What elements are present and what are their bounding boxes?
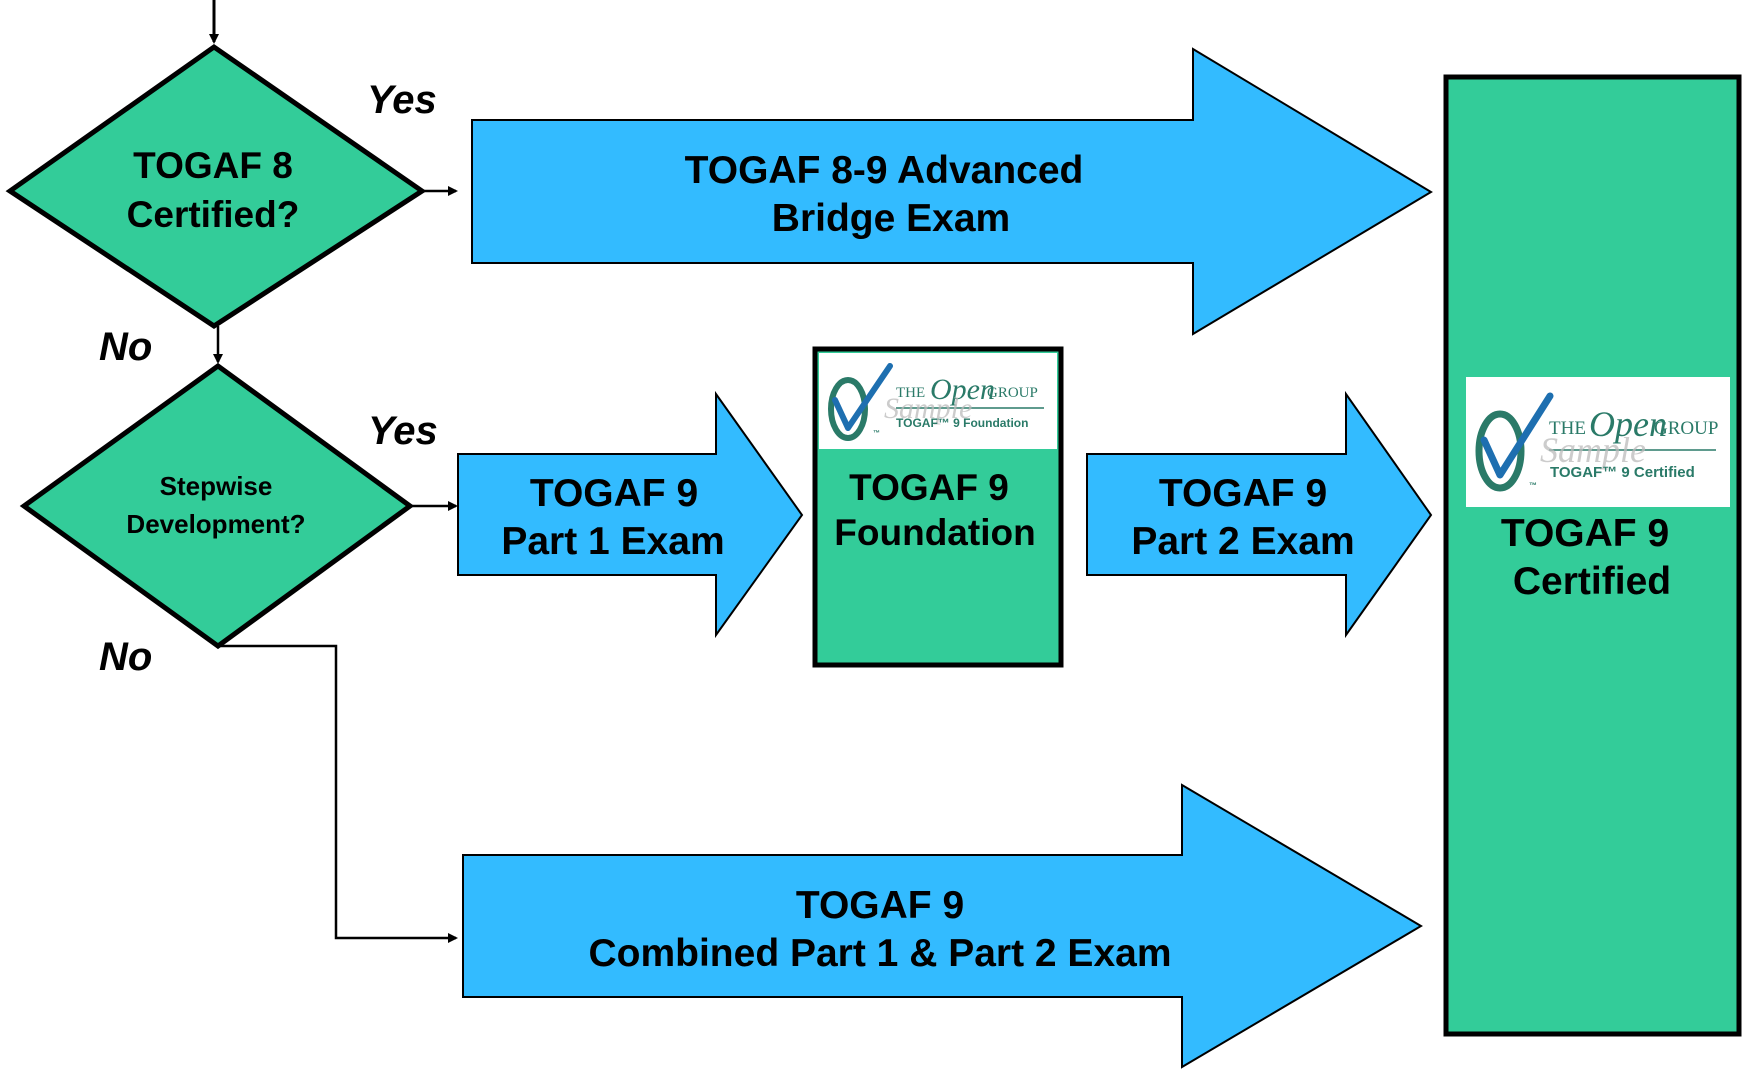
certified-line2: Certified: [1513, 560, 1671, 603]
arrow-part2-line1: TOGAF 9: [1159, 472, 1327, 515]
arrow-bridge-exam: [471, 47, 1433, 336]
certified-logo-watermark: Sample: [1540, 430, 1646, 470]
arrow-part2-line2: Part 2 Exam: [1131, 520, 1354, 563]
open-group-check-icon: [828, 363, 893, 441]
certified-logo-open: Open: [1589, 404, 1667, 444]
yes-label-1: Yes: [367, 78, 437, 122]
foundation-logo-watermark: Sample: [884, 392, 972, 425]
foundation-logo-the: THE: [896, 385, 925, 401]
arrow-part1-line1: TOGAF 9: [530, 472, 698, 515]
certified-logo-tm: ™: [1529, 481, 1537, 490]
certified-logo-group: GROUP: [1654, 418, 1718, 439]
arrow-bridge-line2: Bridge Exam: [772, 197, 1010, 240]
arrow-combined-line1: TOGAF 9: [796, 884, 964, 927]
certified-logo-badge: THE Open GROUP Sample TOGAF™ 9 Certified…: [1466, 377, 1730, 507]
arrow-part2-exam: [1086, 390, 1433, 639]
yes-label-2: Yes: [368, 409, 438, 453]
decision-2-line2: Development?: [126, 509, 305, 539]
decision-diamond-togaf8: [5, 43, 427, 329]
decision-diamond-stepwise: [19, 362, 415, 650]
certified-box: [1443, 74, 1742, 1037]
foundation-line1: TOGAF 9: [849, 467, 1009, 508]
no-label-2: No: [99, 635, 152, 679]
open-group-check-icon: [1475, 392, 1554, 492]
foundation-logo-badge: THE Open GROUP Sample TOGAF™ 9 Foundatio…: [819, 353, 1057, 449]
arrow-part1-line2: Part 1 Exam: [501, 520, 724, 563]
certified-logo-the: THE: [1549, 418, 1586, 439]
foundation-logo-tm: ™: [873, 430, 880, 437]
foundation-logo-open: Open: [930, 373, 995, 406]
decision-2-line1: Stepwise: [160, 471, 273, 501]
decision-1-line2: Certified?: [127, 194, 300, 235]
no-connector-2: [216, 644, 458, 943]
arrow-part1-exam: [457, 390, 804, 639]
certified-logo-tagline: TOGAF™ 9 Certified: [1550, 464, 1695, 481]
decision-1-line1: TOGAF 8: [133, 145, 293, 186]
certified-line1: TOGAF 9: [1501, 512, 1669, 555]
arrow-bridge-line1: TOGAF 8-9 Advanced: [685, 149, 1084, 192]
foundation-logo-tagline: TOGAF™ 9 Foundation: [896, 416, 1028, 430]
arrow-combined-line2: Combined Part 1 & Part 2 Exam: [588, 932, 1171, 975]
foundation-line2: Foundation: [834, 512, 1035, 553]
arrow-combined-exam: [462, 783, 1423, 1069]
foundation-logo-group: GROUP: [987, 385, 1038, 401]
no-label-1: No: [99, 325, 152, 369]
